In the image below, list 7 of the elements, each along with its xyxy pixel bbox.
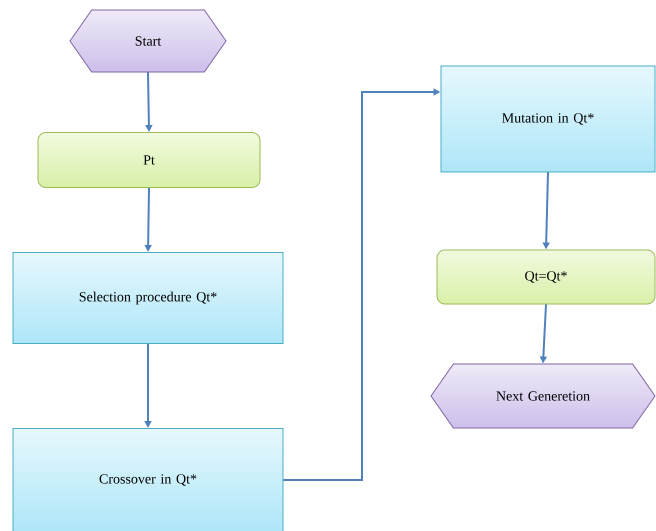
process-box: Selection procedure Qt*	[12, 252, 284, 344]
process-box: Qt=Qt*	[436, 250, 656, 304]
process-box: Pt	[38, 132, 260, 188]
terminal-hexagon: Next Generetion	[430, 364, 656, 428]
terminal-hexagon: Start	[69, 10, 227, 72]
process-box: Mutation in Qt*	[440, 66, 656, 172]
process-box: Crossover in Qt*	[12, 428, 284, 531]
